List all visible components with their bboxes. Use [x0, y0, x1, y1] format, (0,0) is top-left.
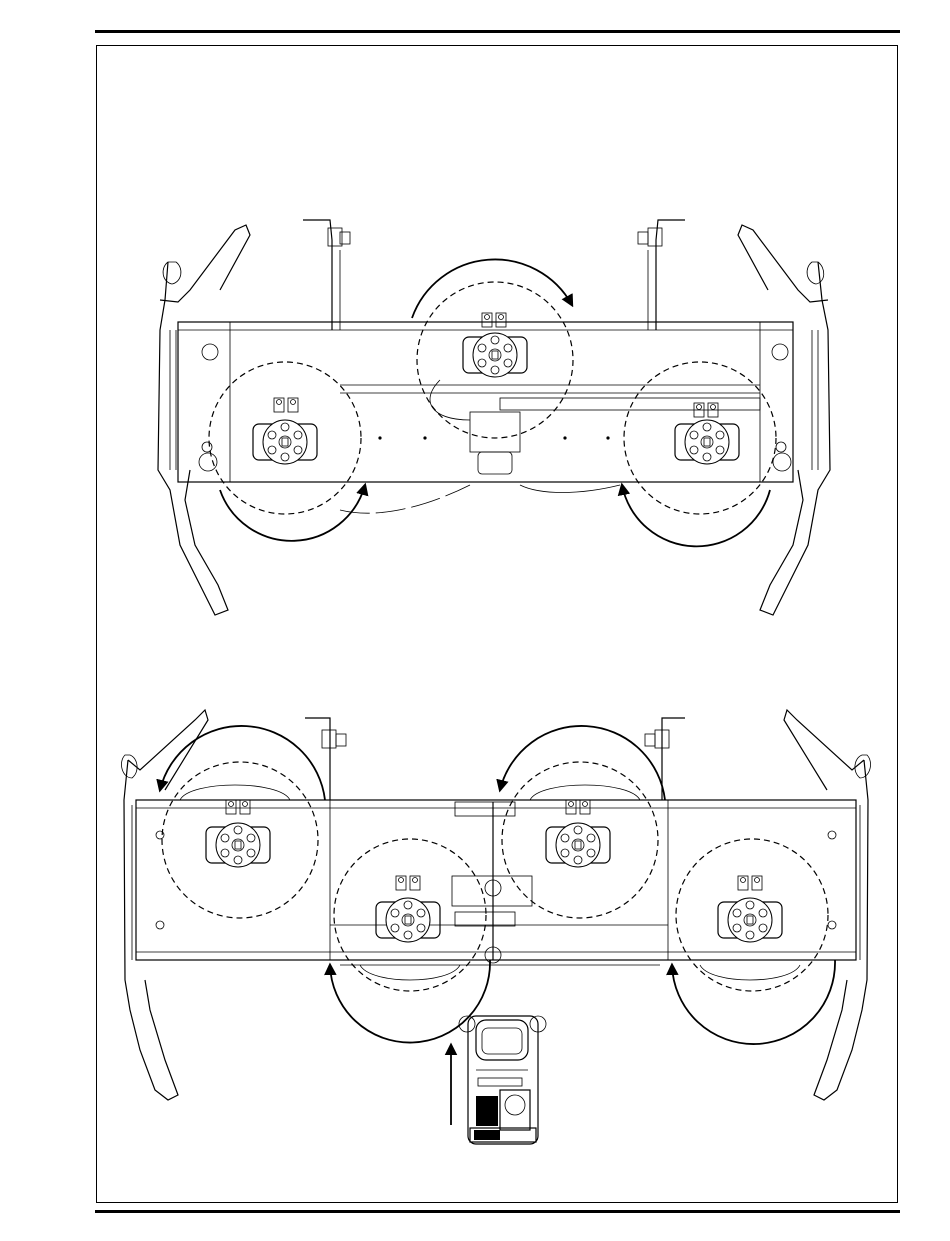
rotation-arrow-left-top [220, 485, 365, 541]
direction-indicator [451, 1016, 546, 1144]
rotation-arrow-rear-left [160, 726, 325, 800]
rotation-arrow-right-top [622, 485, 770, 546]
rotation-arrow-front-right [672, 960, 835, 1044]
four-brush-deck-view [121, 710, 870, 1100]
three-brush-deck-view [158, 220, 830, 615]
machine-top-view-icon [459, 1016, 546, 1144]
rotation-arrow-rear-right [500, 726, 665, 800]
rotation-arrow-front-left [330, 960, 490, 1043]
